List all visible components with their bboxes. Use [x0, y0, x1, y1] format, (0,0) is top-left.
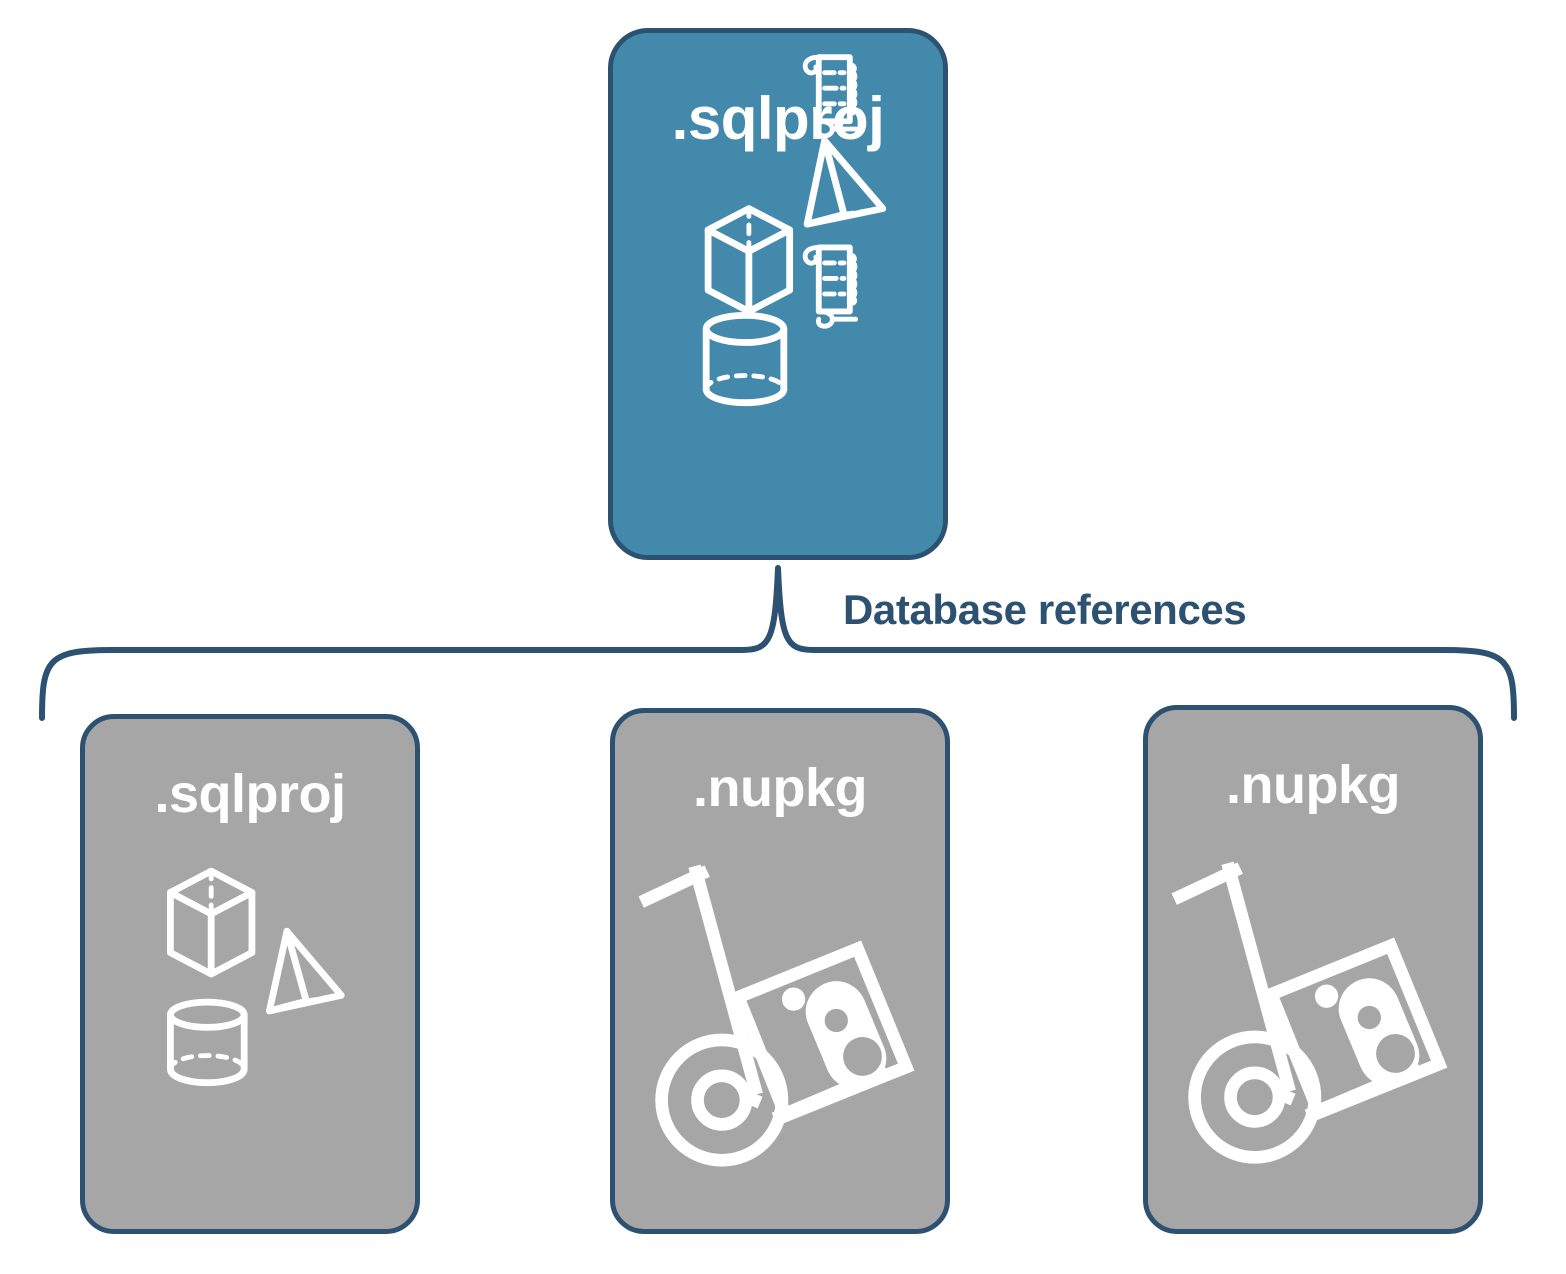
node-leaf-3-label: .nupkg [1226, 755, 1400, 815]
node-leaf-2-label: .nupkg [693, 758, 867, 818]
connector-label: Database references [843, 586, 1247, 633]
pyramid-icon [266, 927, 345, 1015]
nuget-package-mark [1338, 978, 1420, 1087]
node-root-sqlproj[interactable]: .sqlproj [608, 28, 948, 560]
cylinder-icon [167, 998, 248, 1087]
node-leaf-nupkg-1[interactable]: .nupkg [610, 708, 950, 1234]
node-leaf-1-label: .sqlproj [154, 764, 346, 824]
nuget-package-mark [805, 981, 887, 1089]
node-leaf-sqlproj[interactable]: .sqlproj [80, 714, 420, 1234]
node-root-label: .sqlproj [671, 85, 885, 152]
hand-truck-wheel [1188, 1030, 1322, 1164]
cylinder-icon [702, 311, 788, 407]
nuget-hand-truck-icon [638, 864, 915, 1125]
scroll-icon [802, 244, 859, 329]
cube-icon [704, 205, 794, 315]
nuget-hand-truck-icon [1171, 861, 1448, 1122]
pyramid-icon [803, 137, 887, 228]
node-leaf-nupkg-2[interactable]: .nupkg [1143, 705, 1483, 1234]
cube-icon [167, 867, 256, 978]
hand-truck-wheel [655, 1033, 789, 1167]
